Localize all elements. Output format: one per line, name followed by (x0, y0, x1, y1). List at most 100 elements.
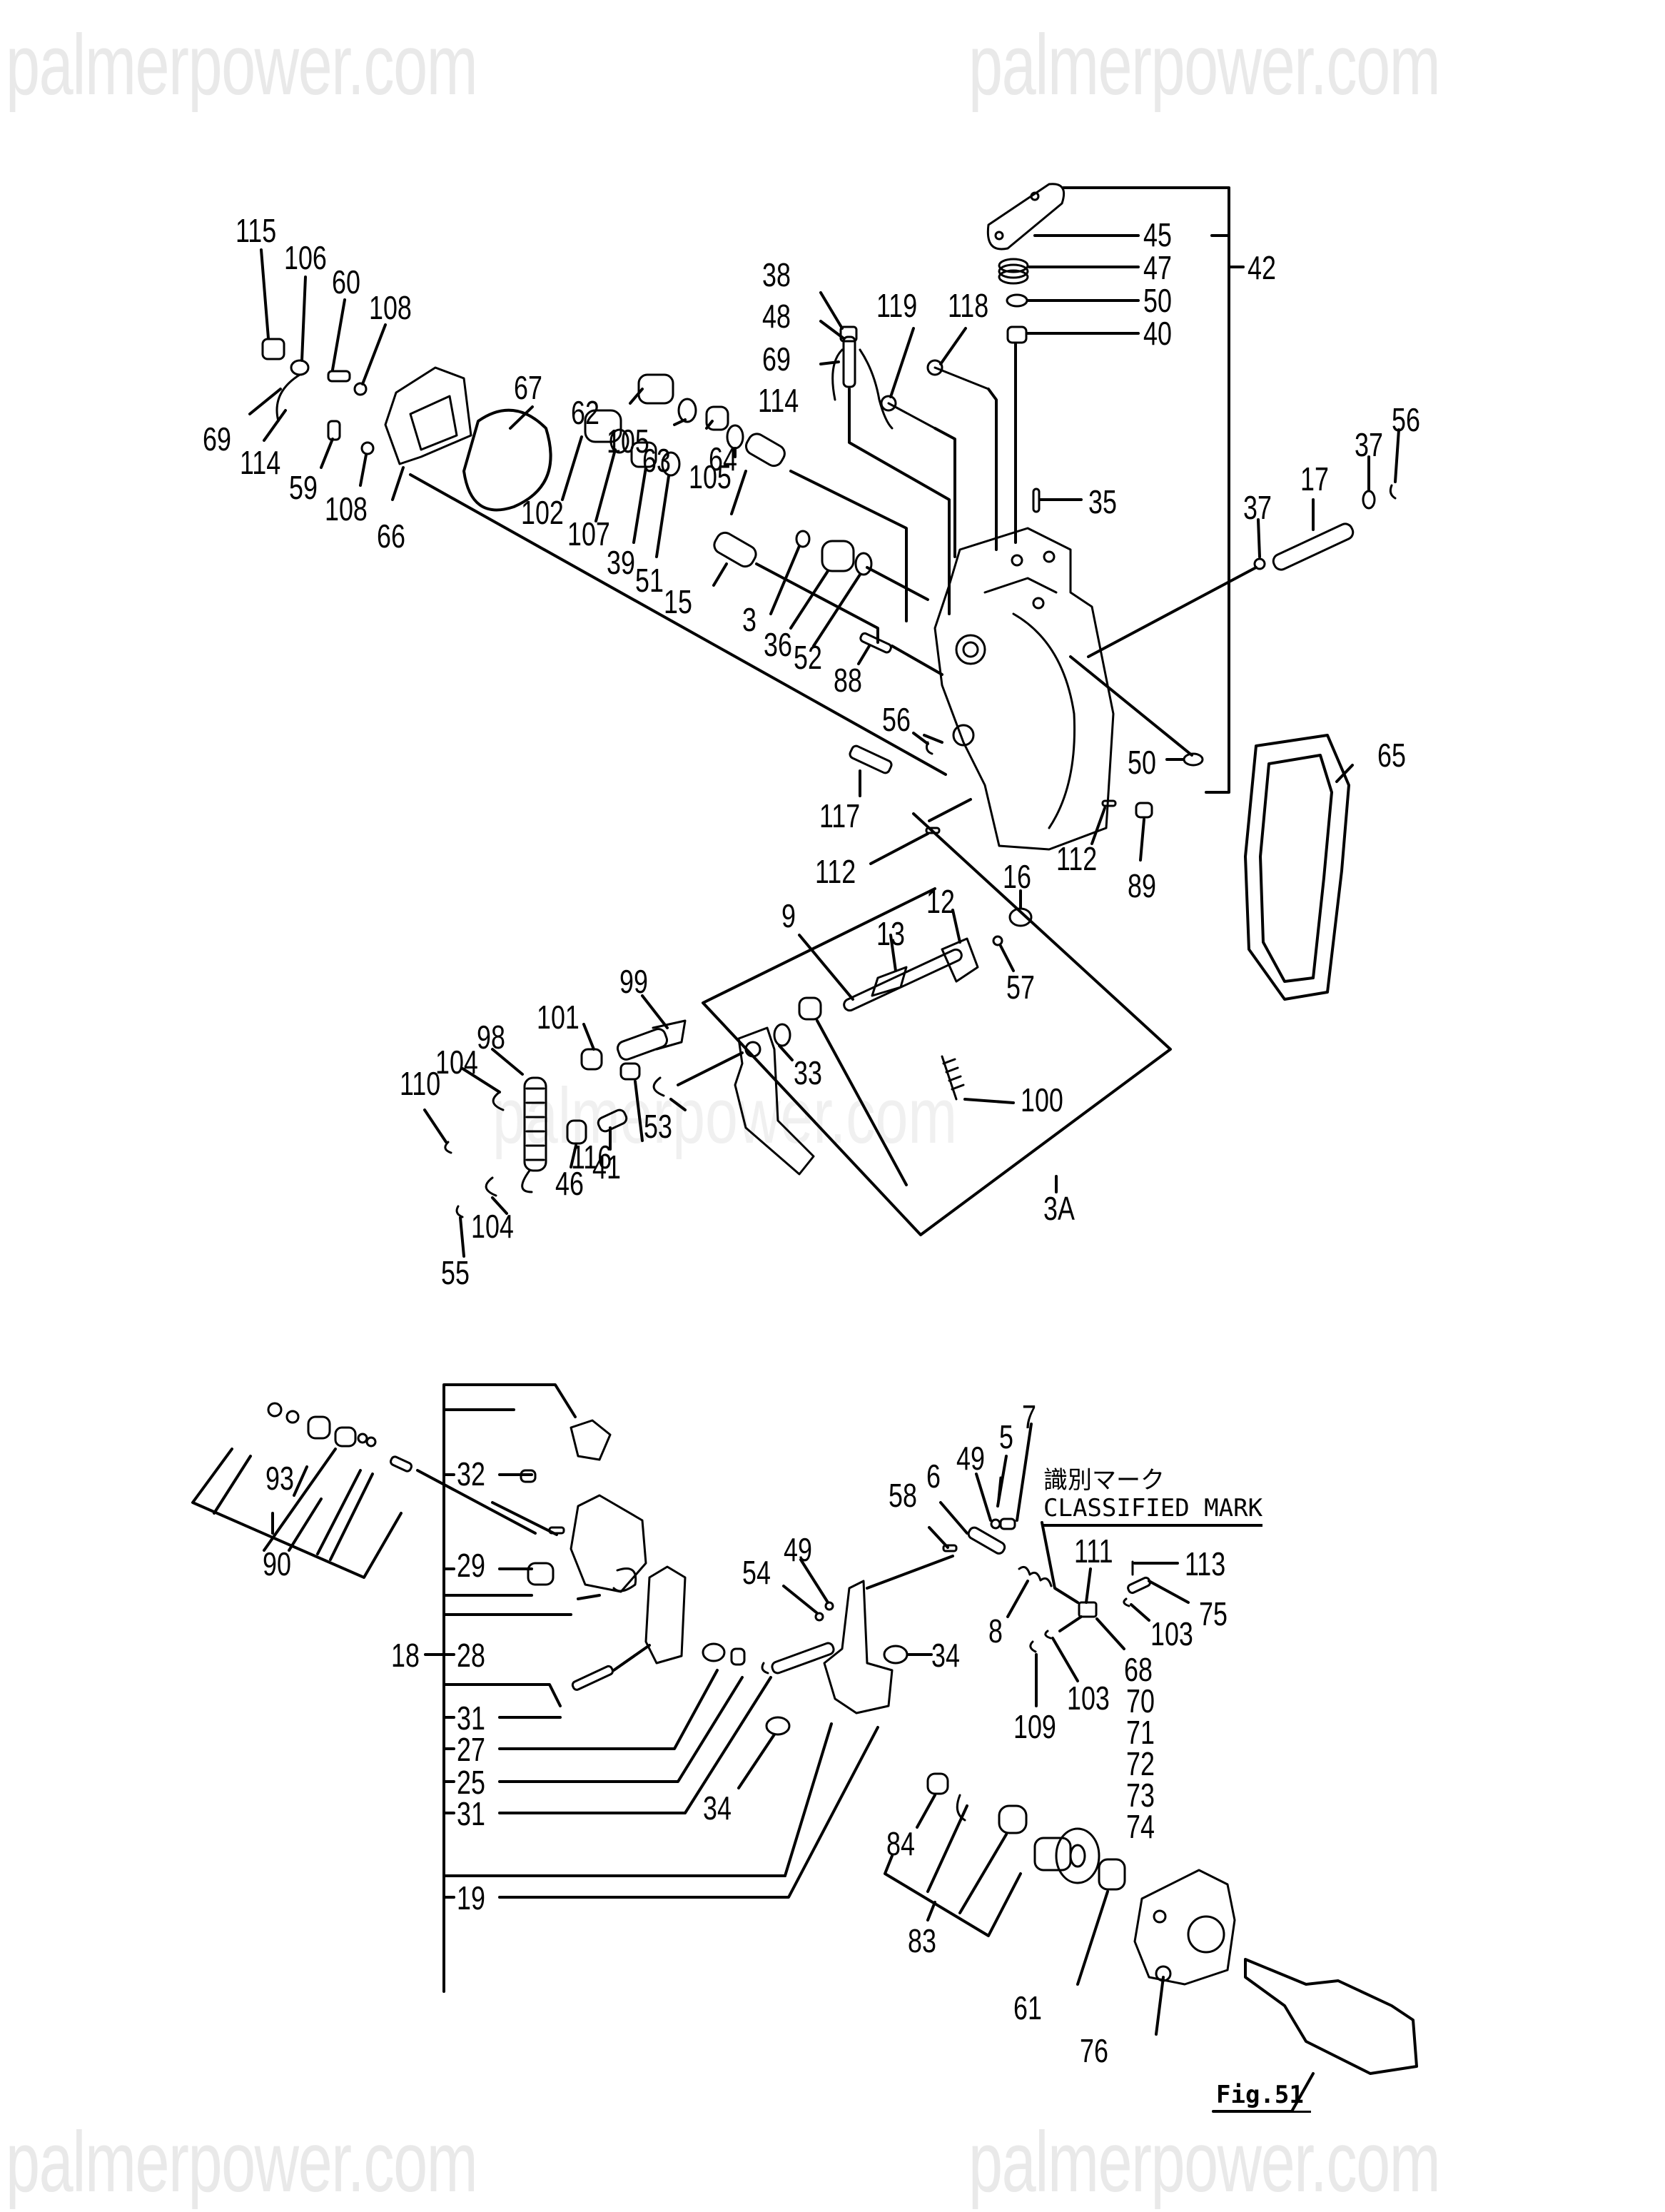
cover-66 (384, 366, 472, 465)
bolt-117 (849, 744, 893, 774)
part-label: 105 (689, 458, 732, 495)
part-label: 12 (926, 883, 955, 920)
lever-assembly-18 (527, 1419, 687, 1665)
shaft-17 (1272, 522, 1355, 571)
part-13 (871, 966, 908, 997)
stud-48 (842, 335, 856, 388)
shaft-lever-99 (616, 1019, 687, 1061)
part-label: 84 (886, 1825, 915, 1862)
fitting-90-parts (267, 1402, 413, 1473)
bolt-118 (926, 359, 990, 390)
bolt-119 (880, 395, 936, 430)
part-label: 5 (999, 1418, 1013, 1455)
part-label: 100 (1021, 1081, 1063, 1118)
part-label: 104 (435, 1044, 478, 1081)
nut-38 (839, 325, 858, 343)
part-label: 31 (457, 1795, 485, 1832)
part-label: 102 (521, 494, 564, 531)
part-label: 56 (1392, 401, 1420, 438)
group-bracket-90 (191, 1448, 403, 1579)
bolt-59 (327, 420, 341, 441)
part-label: 111 (1074, 1532, 1113, 1570)
torsion-spring (998, 258, 1029, 285)
part-label: 110 (400, 1065, 441, 1102)
group-bracket-42 (1062, 186, 1245, 794)
part-label: 76 (1080, 2032, 1108, 2069)
part-label: 9 (781, 897, 796, 934)
plug-115 (261, 338, 285, 360)
part-label: 55 (441, 1254, 470, 1291)
screw-88 (859, 632, 892, 654)
part-label: 99 (619, 963, 648, 1000)
part-label: 112 (815, 853, 856, 890)
bolt-116 (619, 1062, 641, 1081)
part-label: 50 (1128, 744, 1156, 781)
part-label: 39 (607, 544, 635, 581)
pin-41 (597, 1108, 628, 1133)
part-label: 34 (703, 1789, 732, 1827)
part-label: 16 (1003, 858, 1031, 895)
gasket-67 (462, 408, 552, 512)
part-label: 31 (457, 1700, 485, 1737)
part-label: 49 (956, 1440, 985, 1477)
part-label: 63 (642, 442, 671, 479)
part-label: 25 (457, 1764, 485, 1801)
part-label: 6 (926, 1458, 941, 1495)
part-label: 71 (1126, 1714, 1155, 1751)
plug-36 (821, 540, 855, 572)
part-label: 51 (635, 562, 664, 599)
figure-number: Fig.51 (1213, 2081, 1311, 2113)
part-label: 37 (1355, 426, 1383, 463)
part-label: 47 (1143, 249, 1172, 286)
watermark-bottom-right: palmerpower.com (968, 2114, 1441, 2210)
part-label: 18 (391, 1637, 420, 1674)
watermark-top-right: palmerpower.com (968, 17, 1441, 113)
part-label: 73 (1126, 1777, 1155, 1814)
group-bracket-3A (702, 812, 1172, 1236)
part-label: 104 (471, 1208, 514, 1245)
part-label: 103 (1150, 1615, 1193, 1652)
part-label: 15 (664, 583, 692, 620)
watermark-bottom-left: palmerpower.com (6, 2114, 478, 2210)
part-label: 54 (742, 1554, 771, 1591)
part-label: 98 (477, 1019, 505, 1056)
washer-108b (360, 441, 375, 455)
part-label: 66 (377, 517, 405, 555)
part-label: 53 (644, 1108, 672, 1145)
part-label: 36 (764, 626, 792, 663)
watermark-center: palmerpower.com (492, 1072, 958, 1160)
collar-33 (798, 996, 822, 1021)
part-label: 115 (236, 212, 277, 249)
part-label: 61 (1013, 1989, 1042, 2026)
part-label: 68 (1124, 1651, 1153, 1688)
part-label: 65 (1377, 737, 1406, 774)
nut-101 (580, 1048, 603, 1071)
part-label: 112 (1056, 840, 1098, 877)
nut-40 (1006, 325, 1028, 344)
bolt-60 (327, 370, 351, 383)
part-label: 108 (369, 289, 412, 326)
part-label: 69 (762, 340, 791, 378)
pin-31 (571, 1665, 614, 1691)
lever-plate (734, 1026, 815, 1176)
nut-46 (566, 1119, 587, 1145)
part-label: 118 (948, 287, 989, 324)
screw-64 (745, 433, 786, 468)
washer-108 (353, 382, 368, 396)
part-label: 62 (571, 394, 599, 431)
part-label: 33 (794, 1054, 822, 1091)
part-label: 109 (1013, 1708, 1056, 1745)
throttle-plate (986, 183, 1066, 251)
part-label: 119 (876, 287, 918, 324)
governor-cover-76 (1133, 1869, 1236, 1986)
part-label: 114 (758, 382, 799, 419)
part-label: 89 (1128, 867, 1156, 904)
nut-61 (1098, 1858, 1126, 1891)
part-label: 35 (1088, 483, 1117, 520)
part-label: 83 (908, 1922, 936, 1959)
part-label: 56 (882, 701, 911, 738)
gasket-65 (1244, 734, 1350, 1001)
part-label: 93 (265, 1460, 294, 1497)
pump-shaft (1244, 1958, 1418, 2075)
ball-3 (795, 530, 811, 548)
